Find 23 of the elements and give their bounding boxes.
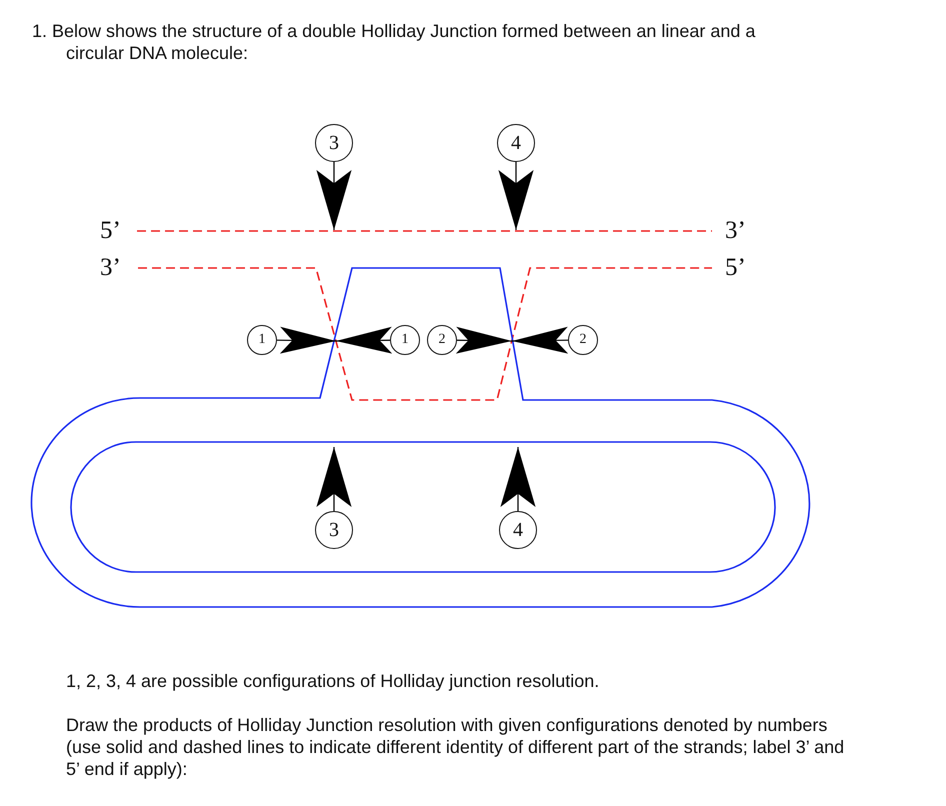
circled-number: 2 xyxy=(427,325,457,355)
arrow xyxy=(500,447,536,511)
circled-number: 3 xyxy=(315,124,353,162)
strand-end-label: 5’ xyxy=(100,218,121,243)
circled-number: 3 xyxy=(315,511,353,549)
circled-number: 4 xyxy=(497,124,535,162)
strand-end-label: 3’ xyxy=(725,218,746,243)
instruction-text: Draw the products of Holliday Junction resolution with given configurations denoted by numbers (use solid and dashed lines to indicate different identity of different part of the strands; label 3’ and 5’ end if apply): xyxy=(66,714,846,780)
arrow xyxy=(316,447,352,511)
circled-number: 2 xyxy=(568,325,598,355)
arrow xyxy=(498,162,534,230)
arrow xyxy=(316,162,352,230)
question-text: 1. Below shows the structure of a double Holliday Junction formed between an linear and a circular DNA molecule: xyxy=(32,20,756,64)
circled-number: 1 xyxy=(390,325,420,355)
strand-end-label: 3’ xyxy=(100,255,121,280)
strand-end-label: 5’ xyxy=(725,255,746,280)
circled-number: 1 xyxy=(247,325,277,355)
circled-number: 4 xyxy=(499,511,537,549)
arrow xyxy=(512,326,568,354)
arrow xyxy=(336,326,392,354)
instruction-text: 1, 2, 3, 4 are possible configurations of Holliday junction resolution. xyxy=(66,670,600,692)
arrow xyxy=(456,326,512,354)
arrow xyxy=(277,326,336,354)
